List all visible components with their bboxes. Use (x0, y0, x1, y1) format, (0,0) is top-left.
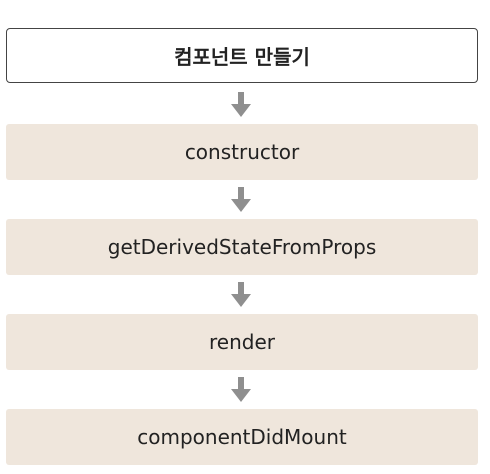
arrow-down-icon (231, 187, 251, 212)
step-box-componentdidmount: componentDidMount (6, 409, 478, 465)
step-label: render (209, 330, 275, 354)
arrow-down-icon (231, 92, 251, 117)
step-label: getDerivedStateFromProps (107, 235, 377, 259)
start-box-create-component: 컴포넌트 만들기 (6, 28, 478, 83)
arrow-down-icon (231, 377, 251, 402)
step-box-constructor: constructor (6, 124, 478, 180)
step-box-render: render (6, 314, 478, 370)
start-box-label: 컴포넌트 만들기 (174, 45, 310, 69)
step-box-getderivedstatefromprops: getDerivedStateFromProps (6, 219, 478, 275)
step-label: componentDidMount (137, 425, 347, 449)
step-label: constructor (184, 140, 300, 164)
arrow-down-icon (231, 282, 251, 307)
